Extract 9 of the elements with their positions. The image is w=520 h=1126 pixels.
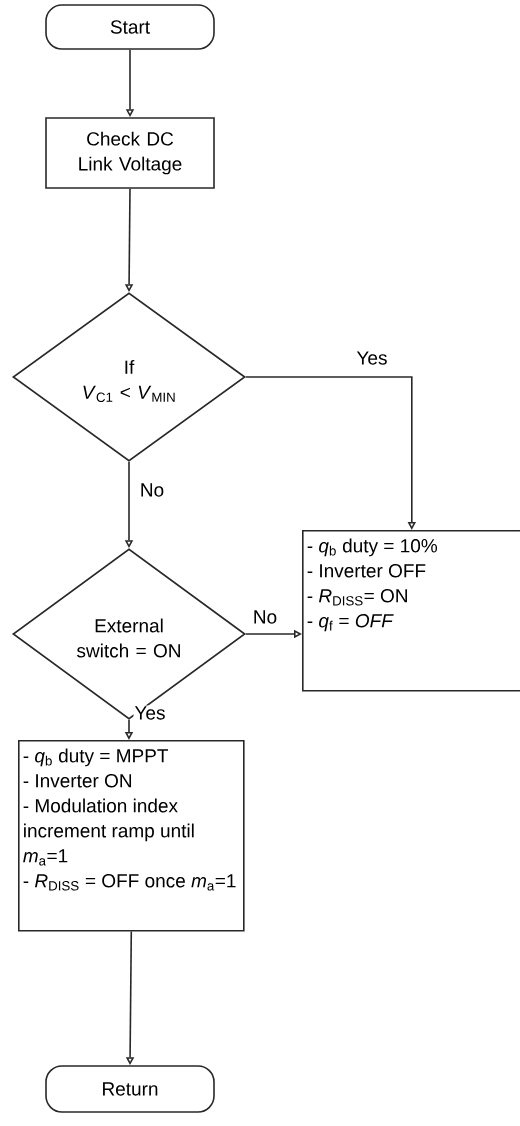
- process-box: - q$_{b}$ duty = MPPT - Inverter ON - Modulation index increment ramp until m$_{a}$=1 - R$_{DISS}$ = OFF once m$_{a}$=1: [18, 740, 245, 932]
- end-terminal: Return: [45, 1065, 215, 1113]
- edge-label: No: [251, 609, 279, 625]
- edge-label: No: [138, 482, 166, 498]
- process-box: - q$_{b}$ duty = 10% - Inverter OFF - R$_{DISS}$= ON - q$_{f}$ = OFF: [302, 530, 520, 692]
- start-terminal: Start: [45, 4, 215, 50]
- process-box: Check DC Link Voltage: [45, 117, 215, 189]
- edge-label: Yes: [133, 705, 167, 721]
- edge-label: Yes: [355, 350, 389, 366]
